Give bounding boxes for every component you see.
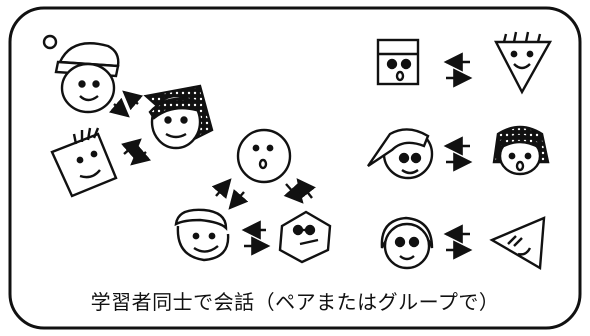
face-bob-glasses [380,216,434,270]
face-triangle-left [489,216,546,270]
arrows-middle-left [211,178,249,210]
face-round-center [236,128,292,184]
face-triangle-down [494,31,553,95]
frame-border [8,6,582,330]
face-hexagon-glasses [278,210,332,264]
face-dotted-bob [492,125,550,176]
face-dotted-hair [143,84,214,150]
face-santa-hat [42,34,120,114]
arrows-left-bottom [121,138,152,166]
caption: 学習者同士で会話（ペアまたはグループで） [90,290,500,314]
face-square-glasses [376,38,420,86]
face-square-spiky [50,127,118,198]
arrows-middle-right [283,178,316,204]
arrows-right-2 [443,136,473,172]
face-cap-glasses [367,128,434,180]
arrows-right-3 [443,224,473,260]
face-cap-sunglasses [174,208,230,262]
arrows-middle-bottom [241,220,271,256]
arrows-right-1 [443,52,473,88]
arrows-left-top [108,90,144,118]
